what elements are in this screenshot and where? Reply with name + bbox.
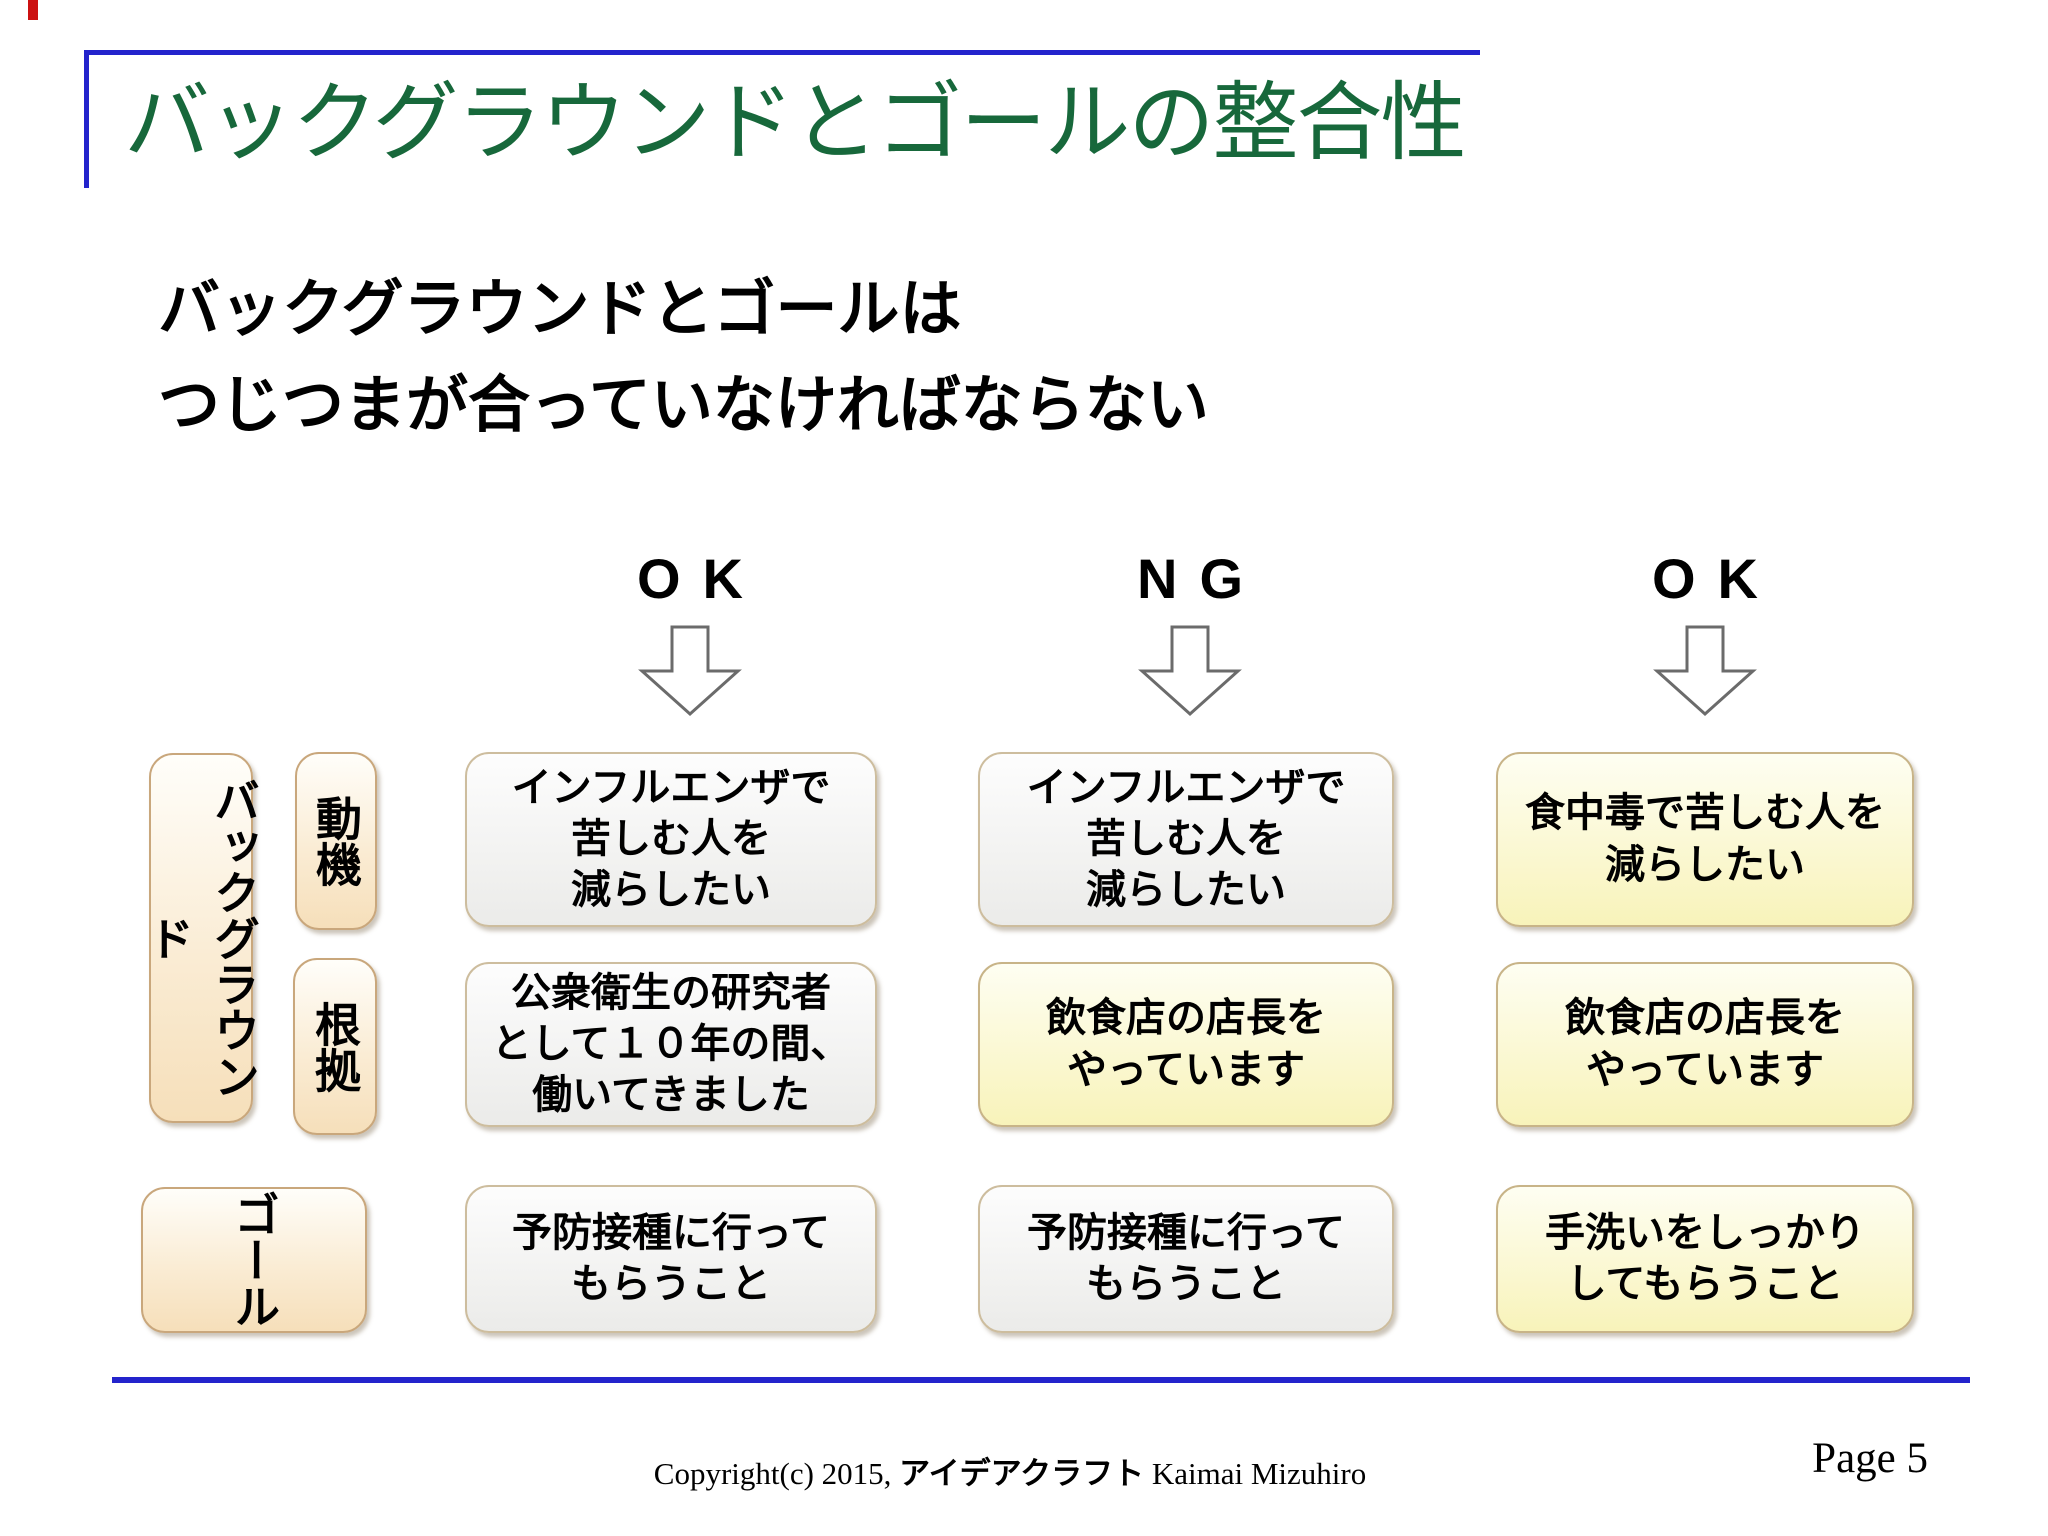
main-heading-line-1: バックグラウンドとゴールは <box>158 275 962 344</box>
basis-box-col1: 公衆衛生の研究者 として１０年の間、 働いてきました <box>465 962 877 1127</box>
footer-pre: Copyright(c) 2015, <box>653 1456 900 1491</box>
row-label-goal: ゴール <box>141 1187 367 1333</box>
motive-box-col2: インフルエンザで 苦しむ人を 減らしたい <box>978 752 1394 927</box>
goal-box-col1: 予防接種に行って もらうこと <box>465 1185 877 1333</box>
goal-box-col2: 予防接種に行って もらうこと <box>978 1185 1394 1333</box>
down-arrow-icon <box>1138 625 1242 717</box>
basis-box-col2: 飲食店の店長を やっています <box>978 962 1394 1127</box>
page-number: Page 5 <box>1812 1435 1928 1482</box>
verdict-label-ok-left: OK <box>637 547 765 610</box>
bottom-rule <box>112 1377 1970 1383</box>
basis-box-col3: 飲食店の店長を やっています <box>1496 962 1914 1127</box>
footer-brand: アイデアクラフト <box>899 1456 1145 1491</box>
down-arrow-icon <box>1653 625 1757 717</box>
footer-copyright: Copyright(c) 2015, アイデアクラフト Kaimai Mizuh… <box>0 1448 2020 1493</box>
main-heading: バックグラウンドとゴールは つじつまが合っていなければならない <box>158 262 1209 454</box>
row-label-motive: 動機 <box>295 752 377 930</box>
motive-box-col1: インフルエンザで 苦しむ人を 減らしたい <box>465 752 877 927</box>
goal-box-col3: 手洗いをしっかり してもらうこと <box>1496 1185 1914 1333</box>
main-heading-line-2: つじつまが合っていなければならない <box>158 371 1209 440</box>
title-accent-border-top <box>84 50 1480 55</box>
footer-post: Kaimai Mizuhiro <box>1144 1456 1367 1491</box>
red-marker <box>28 0 38 20</box>
verdict-label-ok-right: OK <box>1652 547 1780 610</box>
down-arrow-icon <box>638 625 742 717</box>
verdict-label-ng-center: NG <box>1137 547 1265 610</box>
motive-box-col3: 食中毒で苦しむ人を 減らしたい <box>1496 752 1914 927</box>
row-label-basis: 根拠 <box>293 958 377 1135</box>
slide-title: バックグラウンドとゴールの整合性 <box>124 75 1467 171</box>
row-label-background: バックグラウンド <box>142 753 260 1123</box>
title-accent-border-left <box>84 50 89 188</box>
